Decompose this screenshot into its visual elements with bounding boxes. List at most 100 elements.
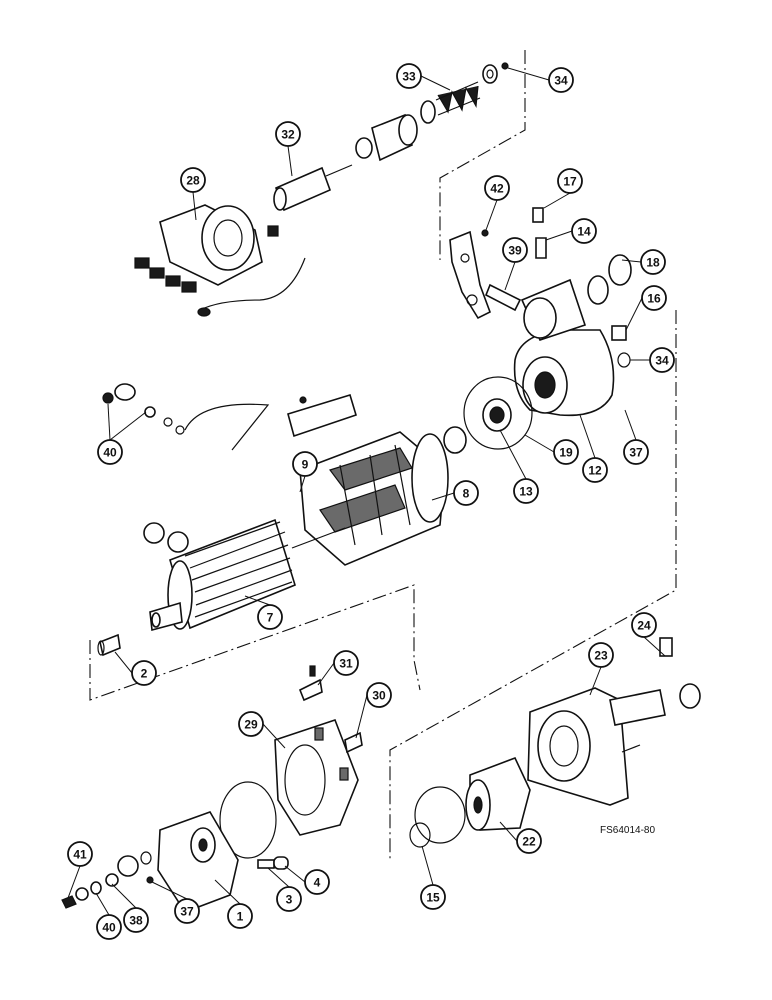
callout-label: 42 bbox=[490, 182, 504, 196]
callout-label: 37 bbox=[180, 905, 194, 919]
callout-circle bbox=[97, 439, 123, 465]
callout-13: 13 bbox=[513, 478, 539, 504]
callout-circle bbox=[366, 682, 392, 708]
callout-circle bbox=[484, 175, 510, 201]
nose-housing bbox=[527, 637, 701, 806]
callout-label: 7 bbox=[267, 611, 274, 625]
callout-3: 3 bbox=[276, 886, 302, 912]
callout-circle bbox=[67, 841, 93, 867]
callout-28: 28 bbox=[180, 167, 206, 193]
callout-24: 24 bbox=[631, 612, 657, 638]
callout-37: 37 bbox=[623, 439, 649, 465]
callout-14: 14 bbox=[571, 218, 597, 244]
callout-22: 22 bbox=[516, 828, 542, 854]
callout-30: 30 bbox=[366, 682, 392, 708]
end-hardware bbox=[61, 851, 154, 909]
field-frame bbox=[299, 431, 449, 566]
callout-circle bbox=[420, 884, 446, 910]
callout-label: 19 bbox=[559, 446, 573, 460]
brush-holder bbox=[219, 665, 363, 859]
callout-17: 17 bbox=[557, 168, 583, 194]
callout-29: 29 bbox=[238, 711, 264, 737]
callout-label: 41 bbox=[73, 848, 87, 862]
callout-41: 41 bbox=[67, 841, 93, 867]
callout-circle bbox=[123, 907, 149, 933]
callout-label: 17 bbox=[563, 175, 577, 189]
callout-circle bbox=[502, 237, 528, 263]
callout-label: 23 bbox=[594, 649, 608, 663]
callout-label: 40 bbox=[102, 921, 116, 935]
callout-circle bbox=[180, 167, 206, 193]
callout-circle bbox=[238, 711, 264, 737]
callout-label: 24 bbox=[637, 619, 651, 633]
callout-circle bbox=[649, 347, 675, 373]
end-plate bbox=[157, 811, 289, 913]
callout-label: 18 bbox=[646, 256, 660, 270]
drive-housing bbox=[443, 254, 632, 454]
callout-label: 14 bbox=[577, 225, 591, 239]
callout-circle bbox=[548, 67, 574, 93]
callout-15: 15 bbox=[420, 884, 446, 910]
callout-34: 34 bbox=[548, 67, 574, 93]
callout-circle bbox=[96, 914, 122, 940]
callout-19: 19 bbox=[553, 439, 579, 465]
callout-label: 15 bbox=[426, 891, 440, 905]
callout-label: 16 bbox=[647, 292, 661, 306]
callout-label: 29 bbox=[244, 718, 258, 732]
callout-circle bbox=[292, 451, 318, 477]
callout-circle bbox=[553, 439, 579, 465]
callout-18: 18 bbox=[640, 249, 666, 275]
callout-38: 38 bbox=[123, 907, 149, 933]
callout-circle bbox=[174, 898, 200, 924]
callout-37: 37 bbox=[174, 898, 200, 924]
callout-label: 37 bbox=[629, 446, 643, 460]
callout-2: 2 bbox=[131, 660, 157, 686]
callout-circle bbox=[257, 604, 283, 630]
callout-circle bbox=[513, 478, 539, 504]
callout-label: 34 bbox=[655, 354, 669, 368]
callout-label: 31 bbox=[339, 657, 353, 671]
callout-label: 34 bbox=[554, 74, 568, 88]
callout-label: 40 bbox=[103, 446, 117, 460]
callout-circle bbox=[588, 642, 614, 668]
callout-circle bbox=[516, 828, 542, 854]
callout-40: 40 bbox=[96, 914, 122, 940]
callout-label: 3 bbox=[286, 893, 293, 907]
callout-label: 28 bbox=[186, 174, 200, 188]
callout-label: 32 bbox=[281, 128, 295, 142]
pinion-drive bbox=[409, 756, 531, 848]
callout-circle bbox=[276, 886, 302, 912]
plunger bbox=[273, 113, 418, 212]
alignment-lines bbox=[89, 50, 677, 860]
callout-label: 13 bbox=[519, 485, 533, 499]
callout-8: 8 bbox=[453, 480, 479, 506]
callout-12: 12 bbox=[582, 457, 608, 483]
callout-circle bbox=[131, 660, 157, 686]
callout-label: 8 bbox=[463, 487, 470, 501]
left-hardware bbox=[97, 383, 357, 657]
callout-31: 31 bbox=[333, 650, 359, 676]
callout-circle bbox=[453, 480, 479, 506]
callout-circle bbox=[582, 457, 608, 483]
callout-circle bbox=[631, 612, 657, 638]
callout-circle bbox=[623, 439, 649, 465]
callout-33: 33 bbox=[396, 63, 422, 89]
spring-group bbox=[420, 62, 509, 124]
callout-42: 42 bbox=[484, 175, 510, 201]
callout-16: 16 bbox=[641, 285, 667, 311]
callout-9: 9 bbox=[292, 451, 318, 477]
callout-1: 1 bbox=[227, 903, 253, 929]
callout-label: 1 bbox=[237, 910, 244, 924]
callout-label: 39 bbox=[508, 244, 522, 258]
callout-40: 40 bbox=[97, 439, 123, 465]
leader-lines bbox=[67, 67, 666, 916]
figure-code: FS64014-80 bbox=[600, 825, 656, 836]
callout-label: 4 bbox=[314, 876, 321, 890]
callout-label: 9 bbox=[302, 458, 309, 472]
callout-circle bbox=[304, 869, 330, 895]
callout-circle bbox=[640, 249, 666, 275]
solenoid-assembly bbox=[134, 204, 306, 317]
callout-label: 38 bbox=[129, 914, 143, 928]
callout-7: 7 bbox=[257, 604, 283, 630]
